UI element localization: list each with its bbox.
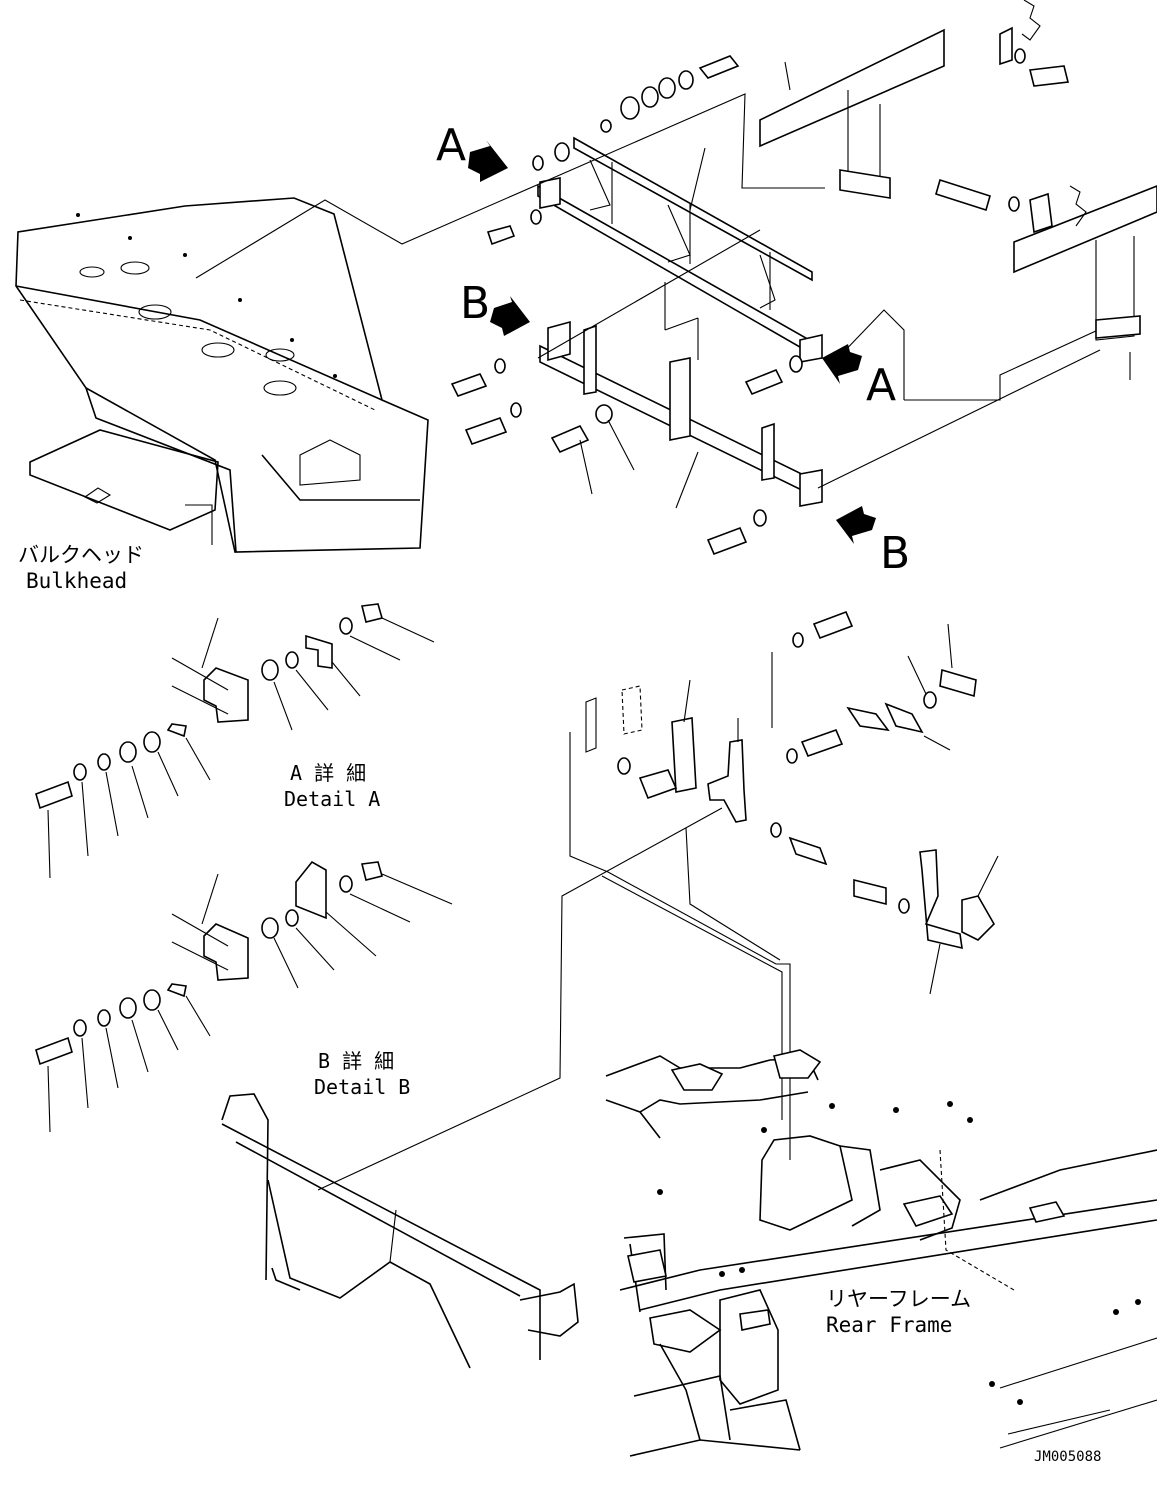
rear-frame-label-jp: リヤーフレーム [826,1287,971,1311]
detail-b: B 詳 細 Detail B [35,860,453,1133]
lower-cross-bracket [539,282,823,507]
bracket-fasteners [450,55,803,556]
detail-b-label-en: Detail B [314,1075,410,1099]
marker-a-right: A [866,360,896,411]
detail-a-label-jp: A 詳 細 [290,761,366,785]
drawing-id: JM005088 [1034,1449,1101,1465]
upper-cross-bracket [537,136,823,363]
leader-lines-top [195,93,1101,489]
detail-b-label-jp: B 詳 細 [318,1049,394,1073]
rear-frame-label-en: Rear Frame [826,1313,952,1337]
marker-a-top: A [436,120,466,171]
rear-frame-assembly: リヤーフレーム Rear Frame [221,1049,1157,1457]
detail-a-label-en: Detail A [284,787,380,811]
marker-b-top: B [460,278,490,329]
view-arrows: A B A B [436,120,910,579]
marker-b-right: B [880,528,910,579]
bulkhead-label-en: Bulkhead [26,569,127,593]
middle-right-parts [317,610,999,1191]
top-right-frame [759,0,1157,380]
bulkhead-label-jp: バルクヘッド [18,543,144,567]
detail-a: A 詳 細 Detail A [35,603,435,879]
bulkhead-assembly [15,197,429,553]
